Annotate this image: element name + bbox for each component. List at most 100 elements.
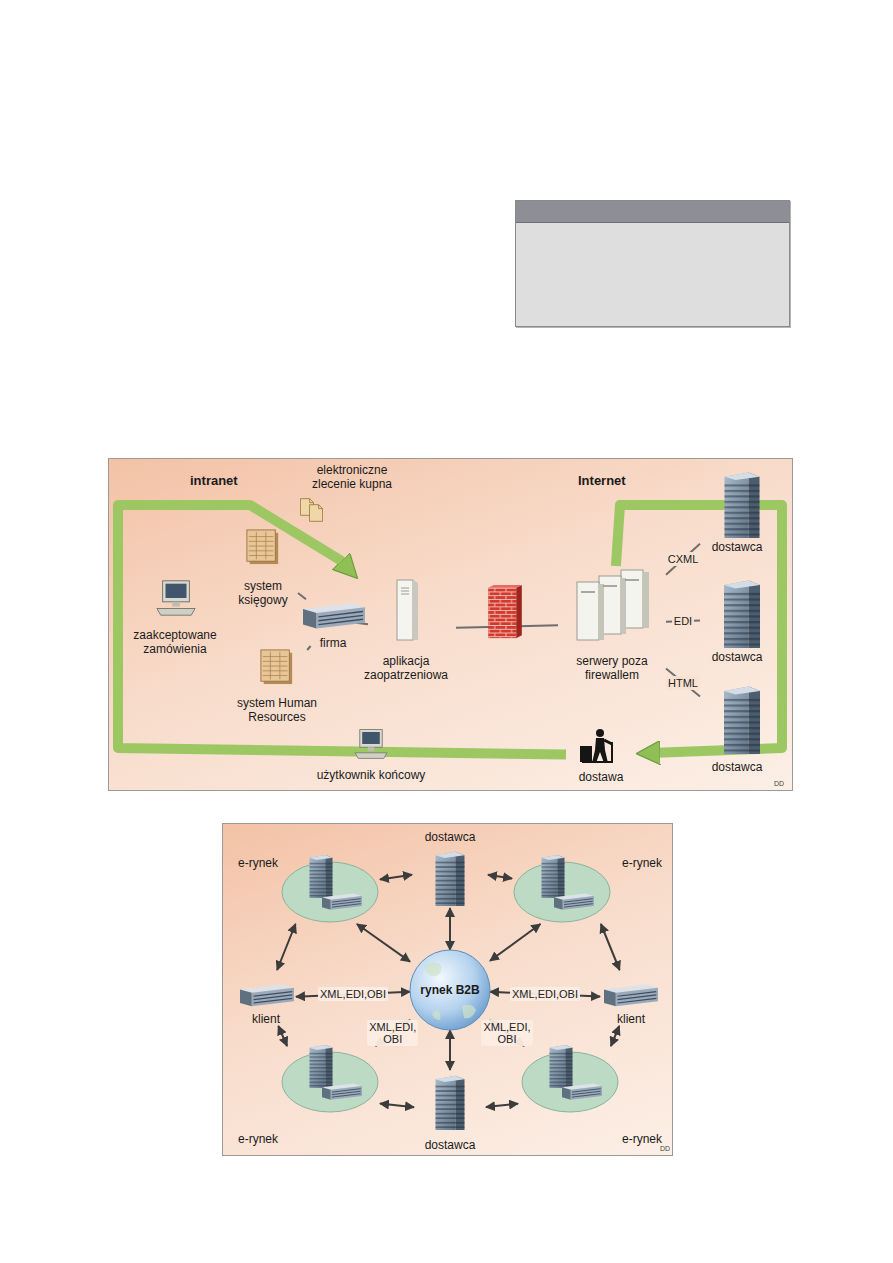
edge-label: XML,EDI,OBI: [510, 987, 580, 1001]
empty-info-box: [515, 200, 790, 327]
flow-arrow: [616, 505, 782, 753]
connector-line: [298, 593, 306, 599]
delivery-worker: [580, 729, 612, 763]
zone-label: intranet: [190, 473, 238, 488]
market-building: [310, 855, 333, 898]
node-text: zaakceptowane zamówienia: [124, 628, 226, 656]
delivery-box: dostawa: [566, 726, 636, 784]
supplier-box: dostawca: [700, 574, 774, 664]
connector-line: [357, 924, 410, 962]
supplier-box: dostawca: [414, 1070, 486, 1152]
emarket-box: e-rynek: [238, 856, 380, 924]
edge-label: XML,EDI, OBI: [481, 1020, 532, 1046]
connector-line: [277, 924, 295, 970]
company-building: [303, 603, 365, 628]
node-text: aplikacja zaopatrzeniowa: [356, 654, 456, 682]
connector-line: [486, 1104, 518, 1107]
orders-box: zaakceptowane zamówienia: [124, 576, 226, 656]
b2b-icons: [240, 852, 658, 1130]
node-text: firma: [320, 636, 347, 650]
market-building: [322, 1083, 362, 1099]
app-server: [397, 580, 418, 640]
server-rack: [577, 570, 649, 640]
supplier-building: [436, 1076, 465, 1130]
credit-mark: DD: [774, 780, 784, 788]
client-box: klient: [236, 970, 296, 1026]
node-text: e-rynek: [622, 1132, 662, 1146]
server-box: serwery poza firewallem: [558, 566, 666, 682]
procurement-icons: [157, 472, 760, 763]
market-building: [310, 1045, 333, 1088]
node-text: dostawca: [712, 760, 763, 774]
zone-label: Internet: [578, 473, 626, 488]
node-text: e-rynek: [238, 1132, 278, 1146]
node-text: system Human Resources: [220, 696, 334, 724]
connector-line: [666, 669, 700, 697]
connector-line: [611, 1026, 619, 1046]
node-text: dostawca: [712, 650, 763, 664]
edge-label: XML,EDI, OBI: [367, 1020, 418, 1046]
edge-label: EDI: [672, 614, 694, 628]
market-building: [542, 855, 565, 898]
connector-line: [666, 544, 700, 575]
node-text: e-rynek: [238, 856, 278, 870]
market-globe: rynek B2B: [410, 950, 490, 1030]
node-text: rynek B2B: [420, 983, 479, 997]
globe: [410, 950, 490, 1030]
supplier-building: [724, 687, 760, 755]
connector-line: [278, 1026, 287, 1046]
node-text: system księgowy: [220, 579, 306, 607]
company-box: firma: [298, 590, 368, 650]
edge-label: XML,EDI,OBI: [318, 987, 388, 1001]
emarket-box: e-rynek: [518, 1046, 662, 1146]
supplier-box: dostawca: [700, 680, 774, 774]
client-building: [604, 984, 658, 1006]
edge-label: CXML: [666, 552, 701, 566]
system-box: system księgowy: [220, 525, 306, 607]
flow-arrow: [118, 505, 566, 755]
connector-line: [449, 1030, 451, 1070]
user-box: użytkownik końcowy: [296, 726, 446, 782]
firewall-wall: [488, 585, 522, 638]
system-box: system Human Resources: [220, 646, 334, 724]
node-text: serwery poza firewallem: [558, 654, 666, 682]
connector-line: [488, 875, 512, 879]
computer-icon: [157, 581, 195, 615]
supplier-building: [725, 472, 760, 538]
market-building: [562, 1083, 602, 1099]
node-text: dostawa: [579, 770, 624, 784]
connector-line: [307, 646, 310, 650]
node-text: dostawca: [425, 830, 476, 844]
emarket-box: e-rynek: [238, 1046, 380, 1146]
node-text: użytkownik końcowy: [317, 768, 426, 782]
computer-icon: [355, 730, 387, 759]
credit-mark: DD: [660, 1145, 670, 1153]
connector-line: [490, 924, 540, 961]
supplier-box: dostawca: [700, 466, 774, 554]
supplier-building: [436, 852, 465, 906]
supplier-building: [724, 581, 760, 649]
node-text: dostawca: [425, 1138, 476, 1152]
node-text: e-rynek: [622, 856, 662, 870]
edge-label: HTML: [666, 676, 700, 690]
supplier-box: dostawca: [412, 830, 488, 908]
connector-line: [449, 908, 451, 950]
connector-line: [601, 924, 620, 970]
client-box: klient: [600, 970, 662, 1026]
node-text: klient: [617, 1012, 645, 1026]
emarket-box: e-rynek: [512, 856, 662, 924]
flow-label: elektroniczne zlecenie kupna: [300, 463, 404, 491]
info-box-header: [516, 201, 789, 223]
connector-line: [380, 875, 412, 880]
ledger-icon: [247, 530, 278, 564]
document-icon: [309, 505, 322, 522]
connector-line: [380, 1104, 414, 1108]
market-building: [550, 1045, 573, 1088]
client-building: [240, 984, 294, 1006]
node-text: dostawca: [712, 540, 763, 554]
node-text: klient: [252, 1012, 280, 1026]
market-building: [322, 893, 362, 909]
application-box: aplikacja zaopatrzeniowa: [356, 576, 456, 682]
